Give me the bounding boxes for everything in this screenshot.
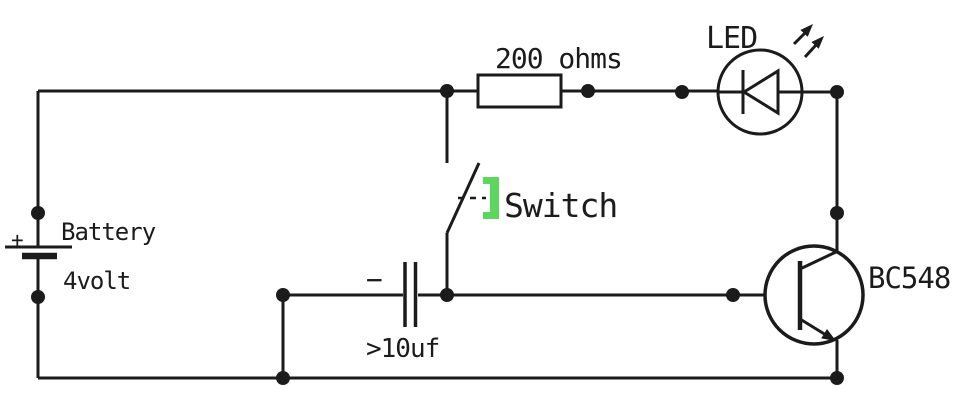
switch-symbol[interactable] — [445, 91, 499, 295]
capacitor-value-label: >10uf — [366, 334, 439, 364]
junction-dot — [31, 290, 45, 304]
junction-dot — [276, 288, 290, 302]
switch-label: Switch — [504, 186, 617, 225]
junction-dot — [581, 84, 595, 98]
battery-symbol — [5, 245, 72, 260]
switch-highlight-bracket[interactable] — [483, 177, 499, 219]
junction-dot — [675, 85, 689, 99]
battery-plus-label: + — [11, 228, 23, 252]
junction-dot — [276, 371, 290, 385]
resistor-symbol — [476, 73, 563, 109]
junction-dot — [830, 371, 844, 385]
junction-dot — [440, 288, 454, 302]
transistor-emitter — [799, 317, 827, 337]
battery-name-label: Battery — [61, 218, 156, 246]
led-emission-arrows-icon — [792, 24, 824, 59]
junction-dot — [830, 206, 844, 220]
led-label: LED — [706, 21, 757, 56]
transistor-symbol — [763, 244, 865, 346]
resistor-value-label: 200 ohms — [495, 42, 622, 75]
led-symbol — [716, 24, 824, 136]
transistor-label: BC548 — [868, 261, 950, 295]
capacitor-polarity-label: − — [366, 263, 382, 296]
transistor-collector — [799, 249, 839, 271]
junction-dot — [31, 206, 45, 220]
junction-dot — [440, 84, 454, 98]
capacitor-symbol — [403, 262, 418, 327]
junction-dot — [830, 85, 844, 99]
junction-dot — [726, 288, 740, 302]
battery-voltage-label: 4volt — [63, 267, 130, 295]
junction-dots — [31, 84, 844, 385]
